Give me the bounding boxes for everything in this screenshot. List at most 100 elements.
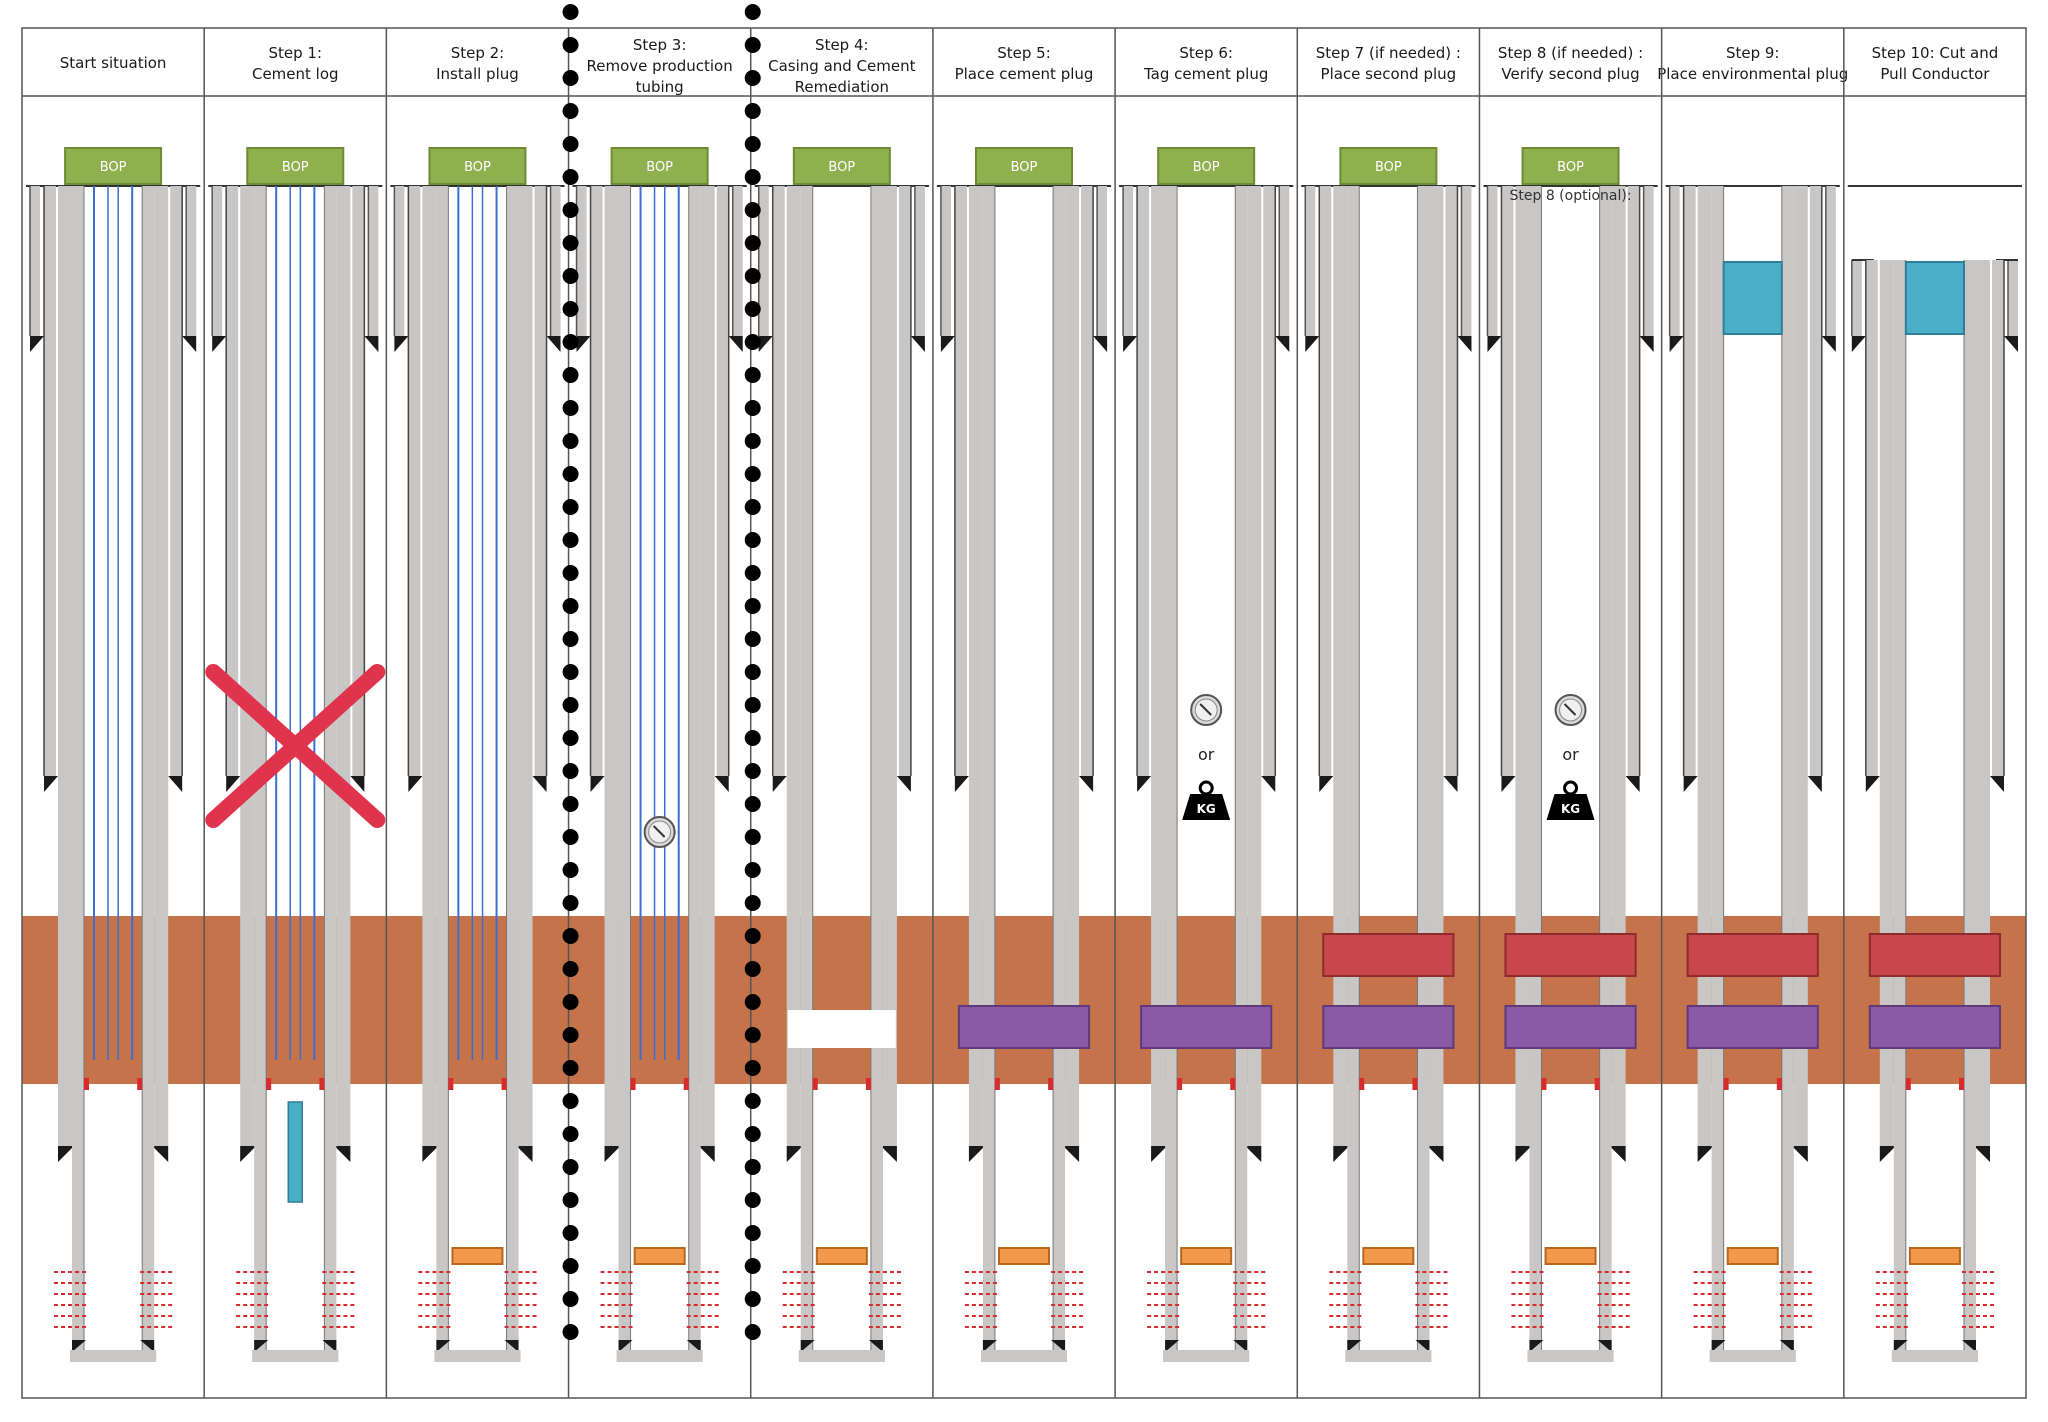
formation-band: [1115, 916, 1298, 1084]
surface-casing: [534, 186, 547, 776]
formation-band: [568, 916, 751, 1084]
casing-shoe: [516, 1146, 533, 1162]
bop-label: BOP: [282, 160, 309, 175]
packer-marker: [994, 1078, 1000, 1090]
intermediate-casing: [518, 186, 533, 1146]
separator-dot: [744, 136, 761, 152]
casing-shoe: [1851, 336, 1866, 352]
conductor-casing: [394, 186, 405, 336]
intermediate-casing: [1793, 186, 1808, 1146]
separator-dot: [744, 4, 761, 20]
separator-dot: [744, 1126, 761, 1142]
or-label: or: [1198, 745, 1215, 764]
casing-shoe: [940, 336, 955, 352]
casing-shoe: [1137, 776, 1152, 792]
casing-shoe: [394, 336, 409, 352]
separator-dot: [562, 895, 579, 911]
packer-marker: [1359, 1078, 1365, 1090]
separator-dot: [562, 1126, 579, 1142]
conductor-casing: [1279, 186, 1290, 336]
casing-shoe: [868, 1340, 883, 1352]
surface-casing: [1263, 186, 1276, 776]
bottom-plate: [616, 1350, 703, 1362]
intermediate-casing: [154, 186, 169, 1146]
separator-dot: [562, 499, 579, 515]
casing-shoe: [604, 1146, 621, 1162]
separator-dot: [744, 202, 761, 218]
separator-dot: [744, 1225, 761, 1241]
bop-label: BOP: [1193, 160, 1220, 175]
bop-box: [792, 147, 891, 185]
separator-dot: [562, 466, 579, 482]
casing-shoe: [1275, 336, 1290, 352]
weight-kg-label: KG: [1197, 802, 1216, 816]
intermediate-casing: [240, 186, 255, 1146]
bop-box: [246, 147, 345, 185]
packer-marker: [266, 1078, 272, 1090]
casing-shoe: [968, 1146, 985, 1162]
surface-casing: [1865, 260, 1878, 776]
step-title-line: Place second plug: [1321, 65, 1457, 83]
surface-casing: [1081, 186, 1094, 776]
conductor-casing: [1123, 186, 1134, 336]
step-title-line: Remediation: [795, 78, 889, 96]
or-label: or: [1562, 745, 1579, 764]
casing-shoe: [1865, 776, 1880, 792]
bottom-plate: [1891, 1350, 1978, 1362]
step-title-line: Step 3:: [633, 36, 687, 54]
intermediate-casing: [1976, 260, 1990, 1146]
casing-shoe: [982, 1340, 997, 1352]
separator-dots: [562, 4, 761, 1340]
production-casing: [1235, 186, 1248, 1350]
surface-casing: [1501, 186, 1514, 776]
separator-dot: [562, 433, 579, 449]
bop-box: [64, 147, 163, 185]
step-title-line: Step 4:: [815, 36, 869, 54]
separator-dot: [562, 862, 579, 878]
separator-dot: [744, 1093, 761, 1109]
step-title-line: tubing: [636, 78, 684, 96]
casing-shoe: [1415, 1340, 1430, 1352]
bop-box: [610, 147, 709, 185]
casing-shoe: [364, 336, 379, 352]
bop-label: BOP: [1557, 160, 1584, 175]
casing-shoe: [1501, 776, 1516, 792]
surface-casing: [1627, 186, 1640, 776]
surface-casing: [170, 186, 183, 776]
formation-band: [932, 916, 1116, 1084]
casing-shoe: [168, 776, 183, 792]
mechanical-plug: [1362, 1247, 1415, 1265]
separator-dot: [562, 928, 579, 944]
casing-shoe: [1669, 336, 1684, 352]
conductor-casing: [576, 186, 587, 336]
casing-shoe: [910, 336, 925, 352]
formation-band: [22, 916, 205, 1084]
packer-marker: [1594, 1078, 1600, 1090]
packer-marker: [630, 1078, 636, 1090]
table-frame: [21, 27, 2027, 1399]
step-title-line: Step 2:: [451, 44, 505, 62]
casing-shoe: [44, 776, 58, 792]
bop-label: BOP: [1011, 160, 1038, 175]
separator-dot: [562, 70, 579, 86]
casing-shoe: [954, 776, 969, 792]
bottom-plate: [434, 1350, 521, 1362]
casing-shoe: [1974, 1146, 1990, 1162]
mechanical-plug: [1544, 1247, 1597, 1265]
separator-dot: [562, 1225, 579, 1241]
step-note: Step 8 (optional):: [1510, 188, 1632, 204]
casing-shoe: [240, 1146, 257, 1162]
step-title-line: Step 10: Cut and: [1872, 44, 1999, 62]
casing-shoe: [1347, 1340, 1362, 1352]
casing-shoe: [698, 1146, 715, 1162]
surface-casing: [1445, 186, 1458, 776]
intermediate-casing: [1879, 260, 1894, 1146]
separator-dot: [744, 1258, 761, 1274]
bottom-plate: [980, 1350, 1068, 1362]
separator-dot: [562, 1258, 579, 1274]
casing-shoe: [1063, 1146, 1080, 1162]
production-casing: [1893, 260, 1906, 1350]
